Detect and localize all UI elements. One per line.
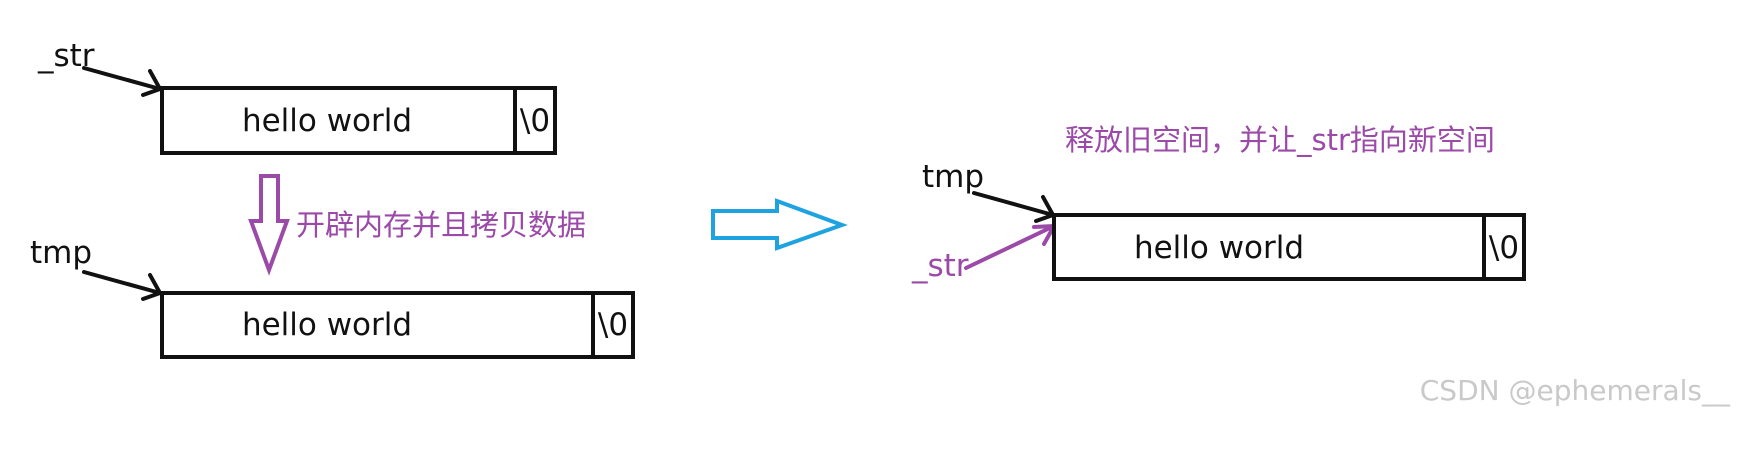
old-buffer: hello world \0 bbox=[160, 86, 557, 155]
old-buffer-box bbox=[160, 86, 557, 155]
after-tmp-pointer-arrow bbox=[972, 191, 1055, 223]
new-buffer-content: hello world bbox=[242, 307, 412, 343]
after-buffer-content: hello world bbox=[1134, 230, 1304, 266]
after-str-pointer-label: _str bbox=[911, 248, 969, 284]
old-buffer-content: hello world bbox=[242, 103, 412, 139]
transition-right-arrow-icon bbox=[711, 198, 848, 251]
after-buffer: hello world \0 bbox=[1052, 213, 1526, 281]
after-buffer-box bbox=[1052, 213, 1526, 281]
old-buffer-terminator: \0 bbox=[520, 103, 550, 139]
after-panel: 释放旧空间，并让_str指向新空间 tmp _str hello world \… bbox=[911, 123, 1526, 284]
after-tmp-pointer-label: tmp bbox=[922, 159, 984, 195]
new-buffer-terminator: \0 bbox=[598, 307, 628, 343]
after-str-pointer-arrow bbox=[964, 224, 1056, 270]
before-panel: _str hello world \0 开辟内存并且拷贝数据 tmp hello… bbox=[30, 38, 635, 359]
copy-note: 开辟内存并且拷贝数据 bbox=[296, 208, 586, 242]
after-note: 释放旧空间，并让_str指向新空间 bbox=[1065, 123, 1495, 157]
copy-down-arrow-icon bbox=[248, 174, 290, 276]
new-buffer-box bbox=[160, 291, 635, 359]
tmp-pointer-arrow bbox=[82, 270, 162, 301]
after-buffer-terminator: \0 bbox=[1489, 230, 1519, 266]
tmp-pointer-label: tmp bbox=[30, 235, 92, 271]
watermark: CSDN @ephemerals__ bbox=[1420, 374, 1731, 407]
new-buffer: hello world \0 bbox=[160, 291, 635, 359]
str-pointer-arrow bbox=[82, 66, 162, 97]
